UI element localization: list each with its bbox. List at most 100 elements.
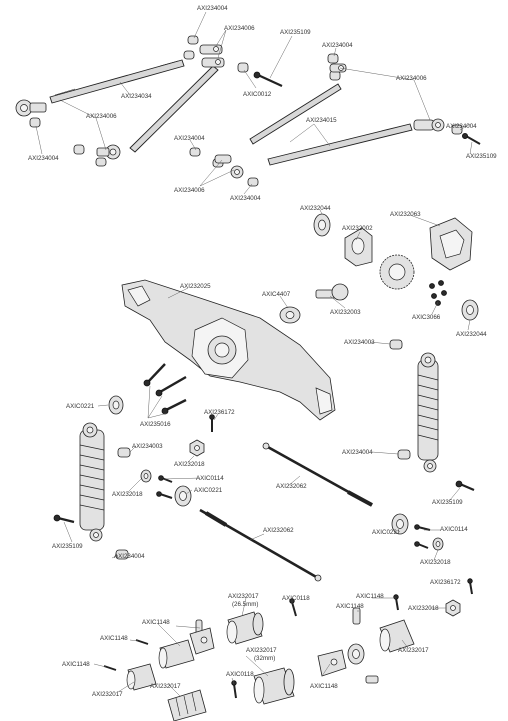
set-screw-bottom-3	[393, 594, 399, 611]
part-label: AXIC1148	[100, 635, 128, 642]
part-label: AXI235109	[432, 499, 463, 506]
part-label: AXIC0221	[66, 403, 95, 410]
part-label: AXI232025	[180, 283, 211, 290]
link-assembly-group	[15, 35, 481, 187]
bushing-housing	[389, 339, 403, 350]
part-label: AXI232017	[398, 647, 429, 654]
part-label: AXI232018	[420, 559, 451, 566]
part-label: AXI234006	[224, 25, 255, 32]
bearing-housing-left	[108, 395, 124, 415]
set-screw-bottom-2	[231, 680, 237, 699]
bushing-right-1	[451, 124, 463, 135]
bushing-top-1	[187, 35, 199, 45]
rod-end-middle	[214, 154, 244, 179]
part-label: AXI232017	[228, 593, 259, 600]
rod-end-center-top	[199, 44, 225, 68]
bushing-left-3	[95, 157, 107, 167]
part-label: AXIC1148	[356, 593, 384, 600]
bearing-upper	[313, 213, 331, 237]
part-label: AXI232044	[456, 331, 487, 338]
part-label: AXI234004	[322, 42, 353, 49]
coupler-right	[347, 643, 365, 665]
pinion-gear	[315, 283, 349, 301]
screw-shock-left	[53, 514, 75, 524]
shock-absorber-right	[417, 352, 439, 473]
part-label: AXI234004	[28, 155, 59, 162]
rod-end-top-right	[329, 63, 347, 73]
bearing-small	[279, 306, 301, 324]
bushing-left-1	[29, 117, 41, 128]
part-label: AXIC0221	[372, 529, 401, 536]
washer-right	[432, 537, 444, 551]
part-label: AXI234034	[121, 93, 152, 100]
part-label: AXI234004	[342, 449, 373, 456]
part-label: AXIC0012	[243, 91, 272, 98]
part-label: AXIC1148	[142, 619, 170, 626]
link-rod-right-upper	[249, 83, 342, 145]
bushing-mid-3	[247, 177, 259, 187]
part-label: AXI234004	[174, 135, 205, 142]
part-label: AXI232017	[150, 683, 181, 690]
driveshaft-group	[103, 578, 473, 721]
shock-absorber-left	[79, 422, 105, 542]
link-rod-right-lower	[267, 123, 413, 166]
bearing-right	[461, 299, 479, 321]
yoke-right	[317, 649, 347, 677]
bearing-left-axle	[174, 485, 192, 507]
cup-32mm	[253, 667, 295, 705]
bushing-shock-right	[397, 449, 411, 460]
screw-right-axle	[414, 524, 431, 549]
part-label: AXI232062	[276, 483, 307, 490]
washer-left	[140, 469, 152, 483]
diff-case	[344, 227, 373, 267]
housing-screws	[143, 363, 187, 415]
part-label: AXI234004	[230, 195, 261, 202]
screw-shock-right	[455, 480, 475, 492]
hex-nut-bottom	[445, 599, 461, 617]
part-label: AXI235109	[280, 29, 311, 36]
part-label: AXI232017	[92, 691, 123, 698]
part-label: AXI235109	[466, 153, 497, 160]
part-label: (26.5mm)	[232, 601, 258, 608]
pin-left-2	[103, 665, 117, 671]
bushing-left-2	[73, 144, 85, 155]
bushing-top-3	[237, 62, 249, 73]
part-labels: AXI234004 AXI234006 AXI235109 AXI234004 …	[28, 5, 497, 698]
part-label: AXI234003	[132, 443, 163, 450]
axle-housing	[121, 279, 336, 421]
rod-end-left-upper	[15, 99, 47, 117]
link-rod-upper	[49, 59, 185, 104]
bushing-top-2	[183, 50, 195, 60]
cover-screws	[429, 280, 447, 306]
part-label: AXI232018	[112, 491, 143, 498]
part-label: AXI234004	[197, 5, 228, 12]
axle-shaft-left	[199, 508, 322, 582]
set-screw-small	[209, 414, 215, 432]
part-label: AXI232044	[300, 205, 331, 212]
differential-group	[279, 213, 479, 324]
part-label: AXI234015	[306, 117, 337, 124]
bushing-lower-left	[115, 549, 129, 560]
screw-right-top	[461, 132, 481, 145]
part-label: AXI234006	[396, 75, 427, 82]
cup-right	[379, 619, 415, 653]
pin-right-2	[352, 607, 361, 625]
bearing-right-axle	[391, 513, 409, 535]
spline-shaft	[167, 689, 207, 721]
link-rod-diagonal	[129, 65, 219, 153]
screw-left-axle	[156, 475, 173, 499]
set-screw-bottom-4	[467, 578, 473, 595]
cup-26mm	[226, 611, 264, 645]
cup-left-small	[126, 663, 157, 691]
part-label: AXIC0114	[440, 526, 468, 533]
part-label: AXI232002	[342, 225, 373, 232]
part-label: AXIC1148	[310, 683, 338, 690]
part-label: AXI232063	[390, 211, 421, 218]
part-label: AXI234004	[114, 553, 145, 560]
part-label: AXI232062	[263, 527, 294, 534]
part-label: AXI232017	[246, 647, 277, 654]
part-label: AXI234006	[174, 187, 205, 194]
diff-cover	[429, 217, 473, 271]
bushing-mid-1	[189, 147, 201, 157]
